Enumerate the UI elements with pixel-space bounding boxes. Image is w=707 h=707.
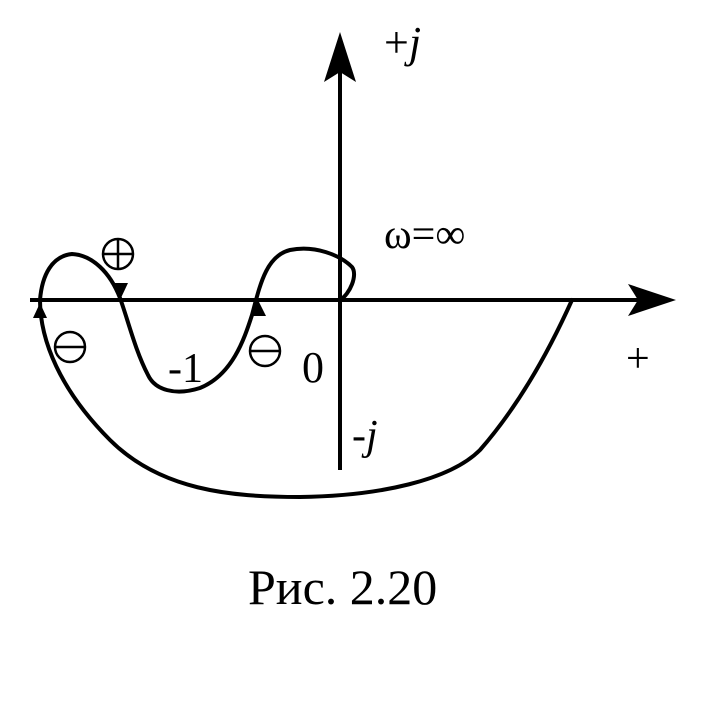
minus-sign-marker-left: [53, 330, 87, 364]
imaginary-axis: [324, 32, 356, 470]
origin-label: 0: [302, 343, 324, 392]
plus-sign-marker: [101, 237, 135, 271]
curve-arrow-left: [33, 303, 47, 318]
omega-infinity-label: ω=∞: [384, 212, 465, 258]
imag-negative-label: -j: [352, 413, 378, 459]
curve-arrow-minus-one: [250, 300, 266, 316]
curve-arrow-plus: [112, 283, 128, 300]
minus-sign-marker-right: [248, 334, 282, 368]
real-positive-label: +: [626, 336, 650, 382]
real-axis-arrowhead: [628, 284, 676, 316]
nyquist-curve: [38, 246, 574, 499]
minus-one-label: -1: [168, 346, 203, 392]
imag-positive-label: +j: [384, 18, 421, 67]
real-axis: [30, 284, 676, 316]
figure-caption: Рис. 2.20: [248, 559, 437, 615]
imag-axis-arrowhead: [324, 32, 356, 82]
